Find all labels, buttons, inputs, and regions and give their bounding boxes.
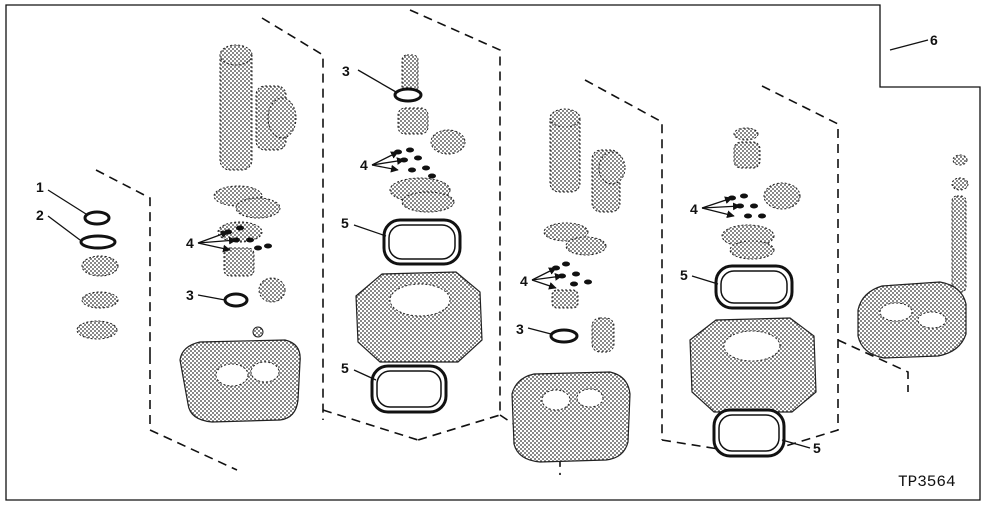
seal-spacer-c bbox=[76, 320, 118, 340]
callout-3-top: 3 bbox=[342, 63, 350, 79]
gear-housing-2-group bbox=[661, 85, 839, 458]
tube bbox=[951, 195, 967, 293]
pilot-shaft bbox=[401, 54, 419, 96]
seal-spacer-a bbox=[81, 255, 119, 277]
callout-6: 6 bbox=[930, 32, 938, 48]
gear-housing-1-bore bbox=[389, 283, 451, 317]
seal-ring-3-right bbox=[549, 328, 579, 344]
o-ring-5-right-upper-inner bbox=[720, 270, 788, 304]
seal-spacer-b bbox=[81, 291, 119, 309]
callout-5-upper-right: 5 bbox=[680, 267, 688, 283]
cover-2-bore-b bbox=[576, 388, 604, 408]
wear-plate-e bbox=[565, 236, 607, 256]
o-ring-5-upper-outer bbox=[382, 218, 462, 266]
pilot-bushing-2 bbox=[733, 141, 761, 169]
end-cover-bore-a bbox=[215, 363, 249, 387]
wear-plate-d bbox=[543, 222, 589, 242]
callout-4-right: 4 bbox=[520, 273, 528, 289]
cover-2-group bbox=[499, 79, 663, 475]
seal-stack-group bbox=[76, 169, 151, 355]
seal-stack-bracket bbox=[95, 169, 151, 355]
callout-5-upper-mid: 5 bbox=[341, 215, 349, 231]
callout-1: 1 bbox=[36, 179, 44, 195]
end-cover-boss bbox=[252, 326, 264, 338]
tube-collar bbox=[951, 177, 969, 191]
seal-ring-1 bbox=[83, 210, 111, 226]
gear-housing-2-body bbox=[689, 317, 817, 413]
flange-body bbox=[857, 281, 967, 359]
o-ring-2 bbox=[79, 234, 117, 250]
callout-labels: 1 2 3 3 3 4 4 4 4 5 5 5 5 6 bbox=[36, 32, 938, 456]
gear-housing-1-bracket bbox=[322, 9, 501, 441]
seal-ring-3-left bbox=[223, 292, 249, 308]
wear-plate-g bbox=[729, 240, 775, 260]
o-ring-5-lower-inner bbox=[376, 370, 442, 408]
wear-plate-mid-b bbox=[401, 191, 455, 213]
gear-housing-1-body bbox=[355, 271, 483, 363]
callout-4-left: 4 bbox=[186, 235, 194, 251]
bushing-small-2 bbox=[591, 317, 615, 353]
seal-pieces-4-right-a bbox=[552, 261, 592, 287]
thrust-bushing bbox=[397, 107, 429, 135]
o-ring-5-right-lower-outer bbox=[712, 408, 786, 458]
flange-port-a bbox=[879, 302, 913, 322]
callout-5-lower-right: 5 bbox=[813, 440, 821, 456]
callout-3-right: 3 bbox=[516, 321, 524, 337]
callout-4-far: 4 bbox=[690, 201, 698, 217]
gear-shaft-drive bbox=[219, 47, 253, 171]
callout-4-mid: 4 bbox=[360, 157, 368, 173]
gear-housing-2-bore bbox=[723, 330, 781, 362]
cover-2-body bbox=[511, 371, 631, 463]
flange-tube-group bbox=[837, 154, 969, 392]
callout-3-left: 3 bbox=[186, 287, 194, 303]
gear-idler-body-2 bbox=[598, 151, 626, 185]
seal-pieces-4-mid bbox=[394, 147, 436, 179]
wear-plate-b bbox=[235, 197, 281, 219]
end-cover-group bbox=[149, 17, 324, 471]
bushing bbox=[223, 247, 255, 277]
bushing-small bbox=[258, 277, 286, 303]
thrust-washer bbox=[430, 129, 466, 155]
tube-cap bbox=[952, 154, 968, 166]
gear-housing-1-group bbox=[322, 9, 501, 441]
pilot-ring-2 bbox=[733, 127, 759, 141]
leader-lines bbox=[47, 39, 929, 449]
o-ring-5-upper-inner bbox=[388, 224, 456, 260]
gear-shaft-top bbox=[219, 44, 253, 66]
o-ring-5-right-upper-outer bbox=[714, 264, 794, 310]
flange-port-b bbox=[917, 311, 947, 329]
figure-id: TP3564 bbox=[898, 473, 956, 491]
o-ring-5-lower-outer bbox=[370, 364, 448, 414]
o-ring-5-right-lower-inner bbox=[718, 414, 780, 452]
end-cover-bore-b bbox=[250, 361, 280, 383]
bushing-2 bbox=[551, 289, 579, 309]
seal-pieces-4-far bbox=[728, 193, 766, 219]
flange-bracket bbox=[837, 339, 909, 392]
seal-ring-3-top bbox=[393, 87, 423, 103]
callout-5-lower-mid: 5 bbox=[341, 360, 349, 376]
figure-border bbox=[5, 4, 981, 501]
end-cover-bracket bbox=[149, 17, 324, 471]
thrust-washer-2 bbox=[763, 182, 801, 210]
cover-2-bore-a bbox=[541, 389, 571, 411]
callout-2: 2 bbox=[36, 207, 44, 223]
gear-shaft-top-2 bbox=[549, 108, 581, 128]
gear-idler-body bbox=[267, 97, 297, 139]
